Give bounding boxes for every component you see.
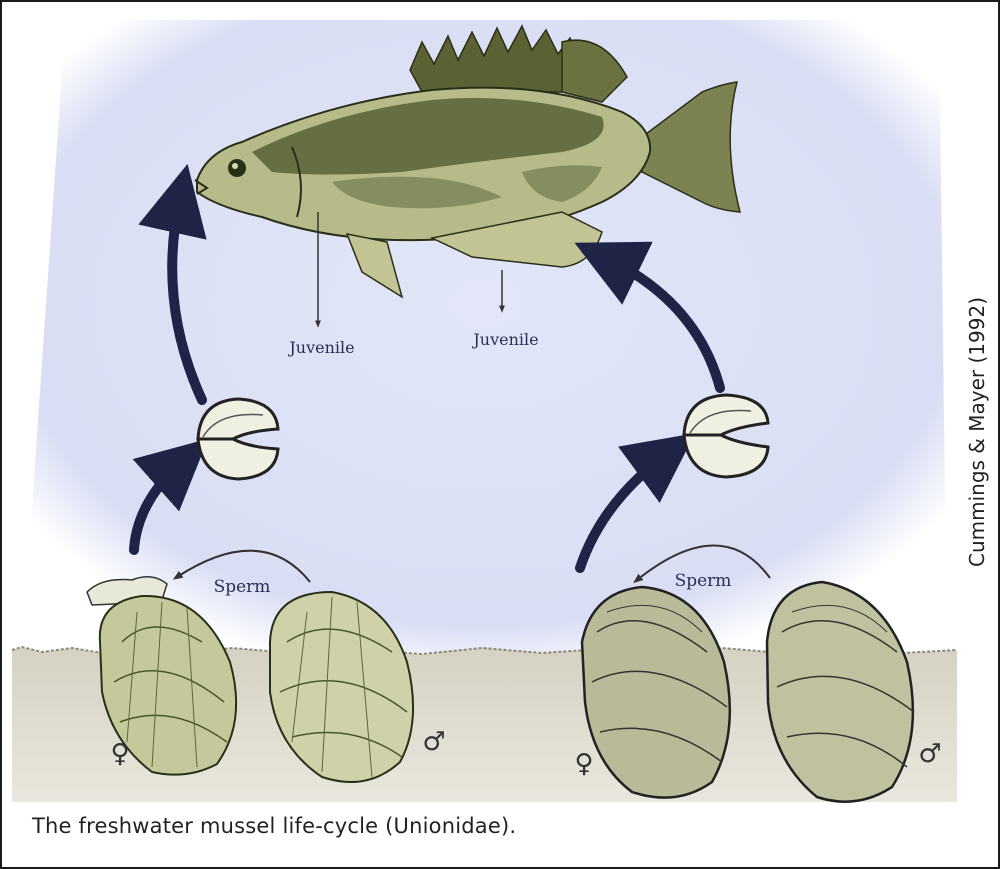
male-symbol-icon: ♂	[918, 739, 941, 769]
female-symbol-icon: ♀	[574, 749, 593, 779]
juvenile-label-left: Juvenile	[287, 338, 354, 357]
figure-caption: The freshwater mussel life-cycle (Unioni…	[32, 814, 516, 838]
juvenile-label-right: Juvenile	[471, 330, 538, 349]
sperm-label-right: Sperm	[675, 571, 732, 591]
figure-credit: Cummings & Mayer (1992)	[965, 297, 989, 567]
male-symbol-icon: ♂	[422, 727, 445, 757]
sperm-label-left: Sperm	[214, 577, 271, 597]
female-symbol-icon: ♀	[110, 739, 129, 769]
